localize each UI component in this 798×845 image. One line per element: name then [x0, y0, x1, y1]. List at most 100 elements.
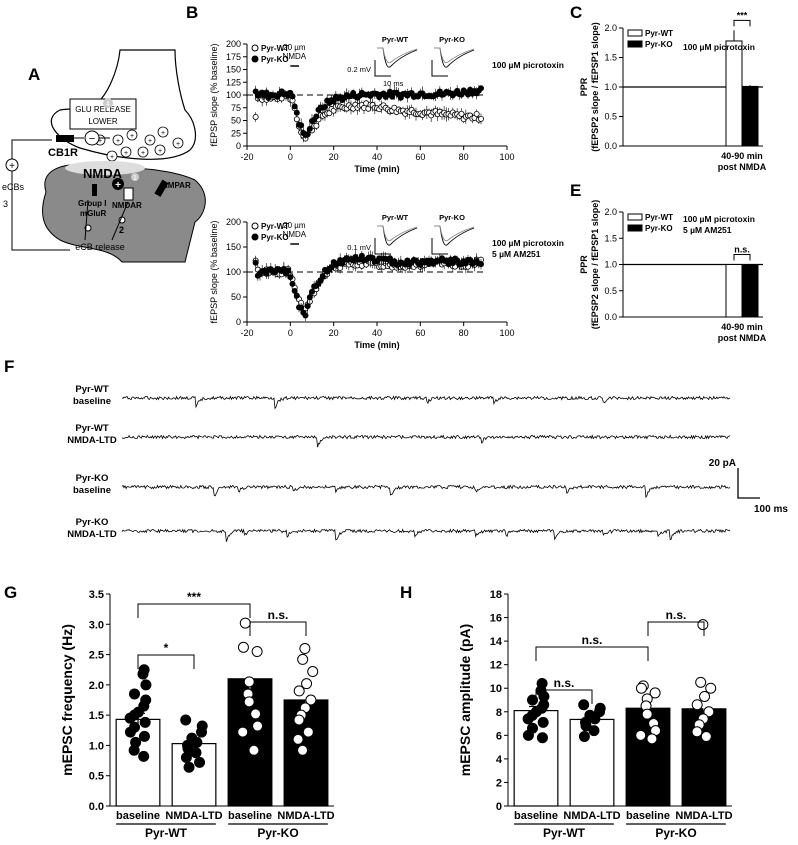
y-tick-label: 75 — [231, 103, 241, 113]
data-point — [252, 720, 264, 732]
data-point — [190, 747, 202, 759]
vesicle — [120, 146, 132, 158]
data-point — [138, 730, 150, 742]
panel-f-traces: Pyr-WTbaselinePyr-WTNMDA-LTDPyr-KObaseli… — [67, 384, 788, 542]
y-tick-label: 50 — [231, 292, 241, 302]
x-tick-label: 100 — [499, 152, 514, 162]
x-category-label: post NMDA — [718, 333, 767, 343]
nmdar-path — [111, 201, 129, 241]
field-trace-post — [434, 225, 475, 242]
data-point — [293, 714, 305, 726]
y-axis-label: fEPSP slope (% baseline) — [209, 221, 219, 324]
y-tick-label: 2.0 — [89, 680, 104, 692]
y-tick-label: 0.0 — [604, 141, 617, 151]
data-point — [293, 292, 300, 299]
data-point — [386, 255, 393, 262]
step-4-label: 4 — [106, 101, 110, 108]
significance-label: n.s. — [582, 633, 603, 647]
mepsc-trace — [121, 528, 731, 542]
data-point — [527, 694, 539, 706]
trace-scale-bar — [374, 60, 391, 77]
vesicle-glu-symbol: + — [176, 141, 180, 148]
ecbs-label: eCBs — [2, 182, 25, 192]
significance-label: n.s. — [554, 676, 575, 690]
y-tick-label: 14 — [490, 636, 503, 648]
legend-label: Pyr-WT — [261, 44, 289, 53]
vesicle-glu-symbol: + — [148, 138, 152, 145]
data-point — [137, 668, 149, 680]
y-axis-label: mEPSC amplitude (pA) — [457, 624, 473, 776]
data-point — [237, 641, 249, 653]
y-tick-label: 2 — [496, 777, 502, 789]
y-tick-label: 12 — [490, 660, 502, 672]
data-point — [252, 113, 259, 120]
legend-label: Pyr-KO — [645, 224, 673, 233]
y-tick-label: 1.0 — [604, 260, 617, 270]
y-tick-label: 25 — [231, 128, 241, 138]
data-point — [319, 273, 326, 280]
condition-annotation: 5 µM AM251 — [683, 225, 732, 235]
y-tick-label: 150 — [226, 242, 241, 252]
x-category-label: 40-90 min — [721, 322, 763, 332]
trace-row-label: baseline — [73, 396, 111, 407]
y-tick-label: 3.0 — [89, 619, 104, 631]
x-tick-label: 0 — [288, 152, 293, 162]
significance-bracket — [733, 254, 751, 261]
y-tick-label: 0 — [236, 317, 241, 327]
bar — [725, 40, 743, 147]
y-tick-label: 3.5 — [89, 589, 104, 601]
synapse-schematic: GLU RELEASE LOWER 4 ++++++++++ CB1R − NM… — [2, 49, 206, 263]
vesicles: ++++++++++ — [94, 126, 184, 162]
nmdar-receptor — [123, 187, 134, 201]
data-point — [307, 666, 319, 678]
significance-label: n.s. — [666, 608, 687, 622]
data-point — [646, 733, 658, 745]
condition-annotation: 100 µM picrotoxin — [492, 60, 564, 70]
data-point — [649, 687, 661, 699]
x-tick-label: 40 — [372, 328, 382, 338]
step-1-label: 1 — [133, 175, 137, 182]
field-trace — [434, 47, 475, 68]
data-point — [306, 294, 313, 301]
trace-label: Pyr-KO — [439, 35, 465, 44]
trace-row-label: NMDA-LTD — [67, 529, 117, 540]
significance-bracket — [733, 19, 751, 27]
x-category-label: NMDA-LTD — [277, 810, 334, 822]
data-point — [522, 713, 534, 725]
data-point — [289, 93, 296, 100]
significance-bracket — [535, 689, 593, 704]
data-point — [180, 714, 192, 726]
synaptic-cleft — [65, 161, 145, 175]
data-point — [196, 726, 208, 738]
cb1r-receptor — [56, 135, 74, 142]
vesicle — [126, 129, 138, 141]
y-tick-label: 175 — [226, 52, 241, 62]
data-point — [635, 682, 647, 694]
nmda-stim-label: NMDA — [283, 230, 307, 239]
data-point — [477, 261, 484, 268]
data-point — [635, 729, 647, 741]
glu-release-box — [69, 98, 137, 130]
scale-bar — [737, 468, 760, 499]
mepsc-trace — [121, 395, 731, 410]
legend-marker — [251, 233, 259, 241]
step-4-marker — [103, 98, 113, 108]
x-tick-label: -20 — [240, 152, 253, 162]
field-trace-post — [377, 47, 418, 64]
y-tick-label: 6 — [496, 730, 502, 742]
vesicle-glu-symbol: + — [130, 133, 134, 140]
ampar-receptor — [154, 179, 169, 197]
x-category-label: NMDA-LTD — [165, 810, 222, 822]
data-point — [297, 744, 309, 756]
y-tick-label: 200 — [226, 39, 241, 49]
y-tick-label: 1.0 — [604, 82, 617, 92]
panel-letter-b: B — [186, 3, 198, 22]
vesicle — [112, 134, 124, 146]
data-point — [691, 726, 703, 738]
data-point — [477, 85, 484, 92]
data-point — [313, 113, 320, 120]
trace-label: Pyr-WT — [382, 213, 409, 222]
data-point — [129, 688, 141, 700]
data-point — [191, 736, 203, 748]
